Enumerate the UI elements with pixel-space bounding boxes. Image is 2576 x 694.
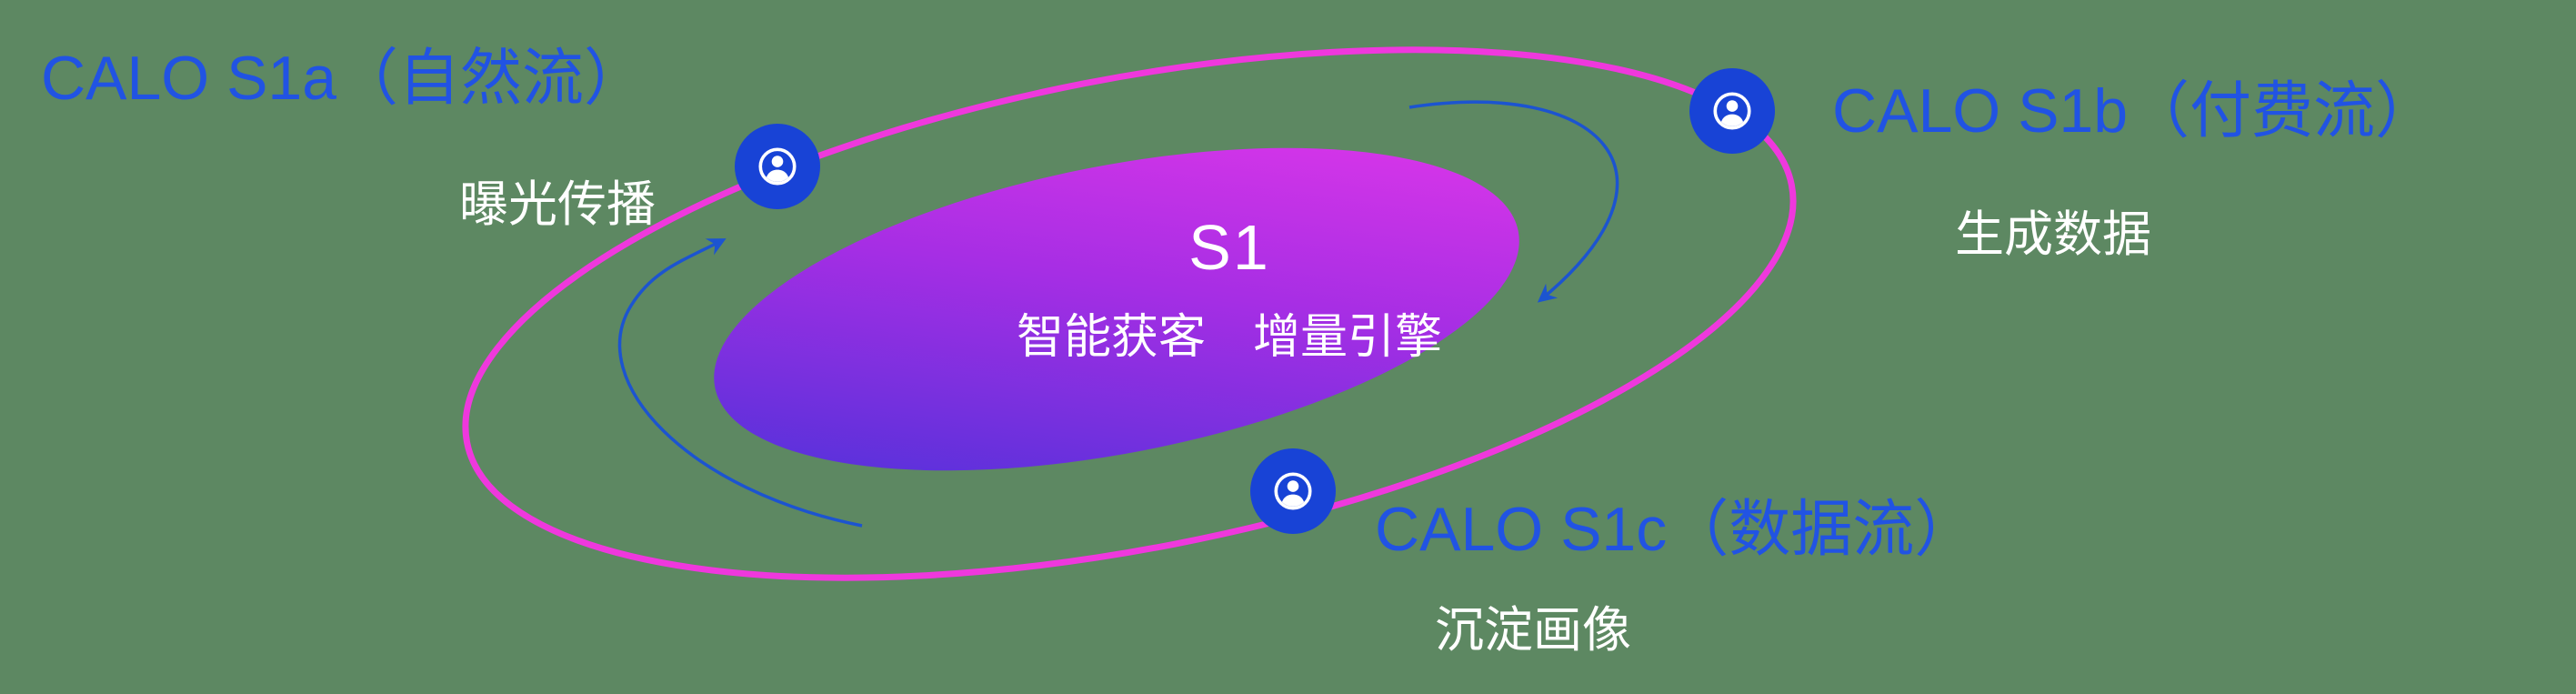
flow-arrow-left (617, 238, 863, 528)
node-s1a (735, 124, 820, 209)
sublabel-s1a: 曝光传播 (459, 177, 656, 232)
label-s1b: CALO S1b（付费流） (1832, 76, 2438, 146)
label-s1c: CALO S1c（数据流） (1375, 495, 1977, 564)
node-s1c (1250, 448, 1336, 534)
core-title: S1 (1188, 212, 1270, 283)
orbit-ellipse (462, 46, 1797, 581)
sublabel-s1c: 沉淀画像 (1435, 603, 1631, 658)
flow-arrow-right (1408, 100, 1619, 303)
core-ellipse (714, 147, 1519, 471)
core-text: S1 智能获客 增量引擎 (1017, 211, 1442, 367)
label-s1a: CALO S1a（自然流） (41, 44, 647, 113)
node-s1b (1689, 68, 1775, 154)
person-icon (1713, 92, 1751, 130)
sublabel-s1b: 生成数据 (1955, 207, 2151, 262)
person-icon (1274, 472, 1312, 510)
core-subtitle: 智能获客 增量引擎 (1016, 311, 1443, 364)
person-icon (758, 147, 797, 186)
